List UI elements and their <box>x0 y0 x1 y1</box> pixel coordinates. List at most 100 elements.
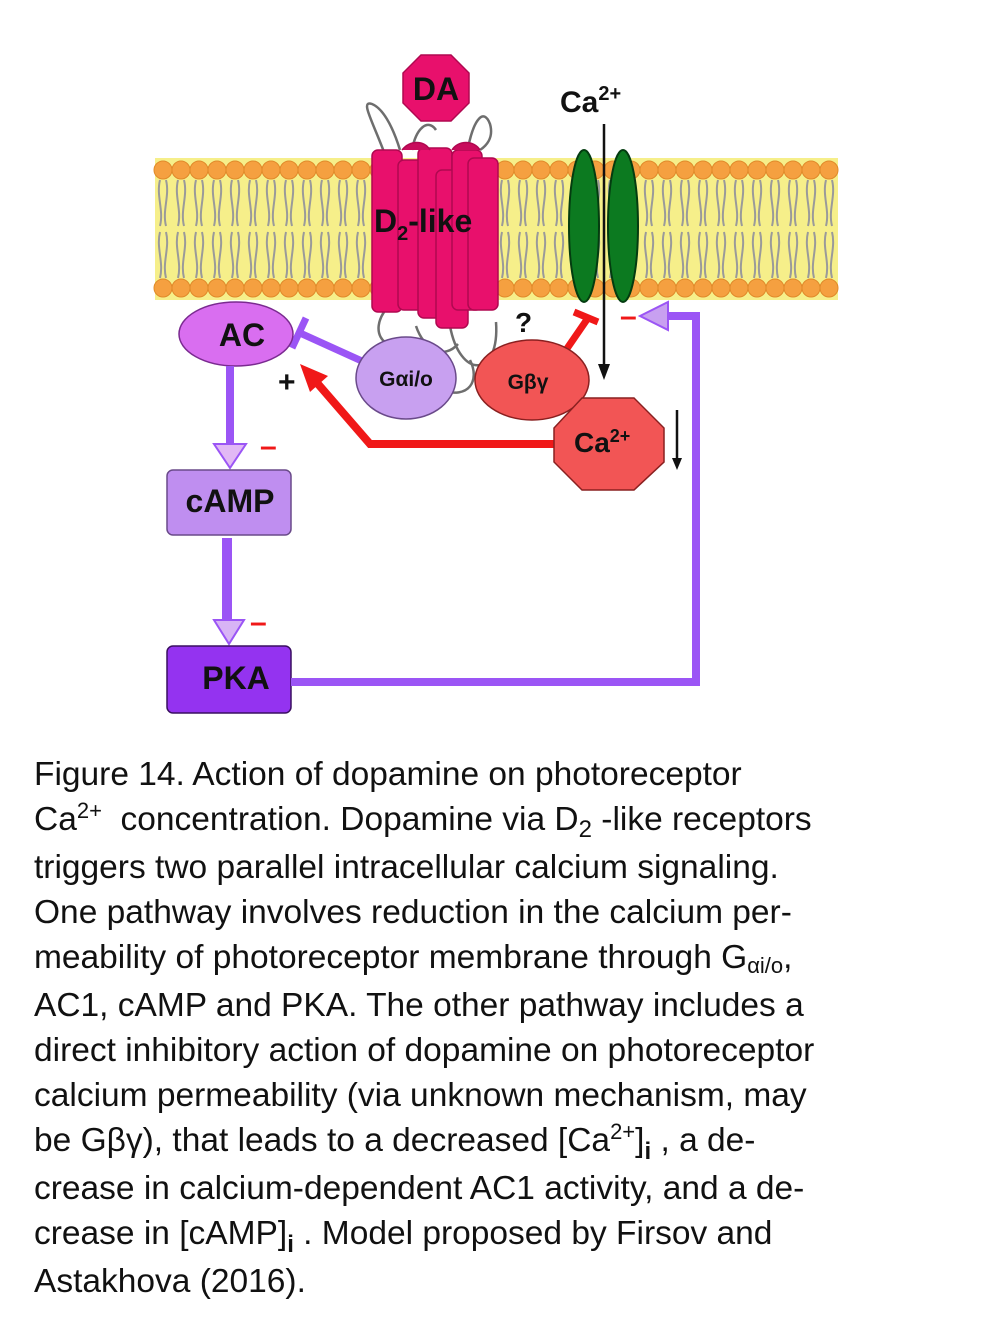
lipid-head <box>549 278 569 298</box>
lipid-head <box>729 160 749 180</box>
lipid-head <box>153 278 173 298</box>
ca-decrease-arrow <box>672 410 682 470</box>
lipid-tail <box>337 179 349 227</box>
lipid-head <box>333 160 353 180</box>
lipid-head <box>765 160 785 180</box>
lipid-head <box>747 160 767 180</box>
caption-line-10: crease in calcium-dependent AC1 activity… <box>34 1170 805 1207</box>
lipid-head <box>639 160 659 180</box>
lipid-tail <box>193 231 205 279</box>
lipid-tail <box>193 179 205 227</box>
ca-box-label: Ca2+ <box>574 426 630 458</box>
camp-node: cAMP <box>166 469 292 536</box>
figure-caption: Figure 14. Action of dopamine on photore… <box>34 752 964 1304</box>
lipid-tail <box>319 179 331 227</box>
signaling-diagram: D2-like DA Ca2+ ? AC Gαi/o Gβγ <box>153 54 839 714</box>
lipid-tail <box>823 179 835 227</box>
minus-sign-ac: – <box>260 430 277 463</box>
lipid-head <box>171 278 191 298</box>
lipid-tail <box>697 231 709 279</box>
lipid-head <box>207 160 227 180</box>
pka-channel-pathway <box>291 300 700 686</box>
lipid-tail <box>265 179 277 227</box>
lipid-tail <box>499 179 511 227</box>
camp-label: cAMP <box>186 483 275 519</box>
lipid-tail <box>247 179 259 227</box>
ca-top-label: Ca2+ <box>560 83 621 119</box>
caption-line-9: be Gβγ), that leads to a decreased [Ca2+… <box>34 1119 756 1165</box>
lipid-head <box>747 278 767 298</box>
lipid-tail <box>175 231 187 279</box>
lipid-head <box>297 160 317 180</box>
lipid-tail <box>787 231 799 279</box>
lipid-tail <box>769 231 781 279</box>
gai-label: Gαi/o <box>379 368 433 391</box>
lipid-head <box>765 278 785 298</box>
lipid-tail <box>517 231 529 279</box>
lipid-tail <box>805 231 817 279</box>
lipid-head <box>225 160 245 180</box>
gbg-node: Gβγ <box>474 339 590 421</box>
lipid-head <box>171 160 191 180</box>
gbg-channel-inhibition <box>563 308 600 352</box>
lipid-tail <box>715 179 727 227</box>
ca-intracellular: Ca2+ <box>553 397 665 491</box>
gai-node: Gαi/o <box>355 336 457 420</box>
lipid-tail <box>301 179 313 227</box>
lipid-tail <box>823 231 835 279</box>
ca-influx-arrow <box>598 124 610 380</box>
lipid-tail <box>661 231 673 279</box>
dopamine-label: DA <box>413 71 459 107</box>
calcium-channel <box>568 149 639 303</box>
caption-line-11: crease in [cAMP]i . Model proposed by Fi… <box>34 1215 773 1258</box>
lipid-tail <box>679 179 691 227</box>
gai-ac-inhibition <box>288 316 366 366</box>
caption-line-12: Astakhova (2016). <box>34 1263 306 1300</box>
lipid-tail <box>301 231 313 279</box>
minus-sign-camp: – <box>250 606 267 639</box>
lipid-head <box>675 278 695 298</box>
lipid-tail <box>715 231 727 279</box>
lipid-head <box>711 278 731 298</box>
lipid-head <box>189 160 209 180</box>
lipid-tail <box>499 231 511 279</box>
lipid-head <box>513 278 533 298</box>
caption-line-1: Figure 14. Action of dopamine on photore… <box>34 756 742 793</box>
lipid-head <box>531 278 551 298</box>
lipid-tail <box>769 179 781 227</box>
dopamine-ligand: DA <box>402 54 470 122</box>
ac-node: AC <box>178 301 294 367</box>
caption-line-8: calcium permeability (via unknown mechan… <box>34 1077 807 1114</box>
lipid-head <box>261 160 281 180</box>
lipid-head <box>243 160 263 180</box>
lipid-tail <box>157 179 169 227</box>
lipid-head <box>783 160 803 180</box>
lipid-head <box>225 278 245 298</box>
lipid-head <box>513 160 533 180</box>
lipid-tail <box>229 179 241 227</box>
lipid-head <box>549 160 569 180</box>
lipid-tail <box>535 179 547 227</box>
lipid-head <box>279 278 299 298</box>
lipid-tail <box>517 179 529 227</box>
lipid-tail <box>679 231 691 279</box>
lipid-head <box>261 278 281 298</box>
pka-label: PKA <box>202 660 270 696</box>
lipid-head <box>297 278 317 298</box>
lipid-tail <box>355 179 367 227</box>
lipid-tail <box>283 179 295 227</box>
d2-like-receptor <box>371 141 499 329</box>
pka-node: PKA <box>166 645 292 714</box>
lipid-head <box>351 278 371 298</box>
lipid-tail <box>211 179 223 227</box>
lipid-head <box>783 278 803 298</box>
lipid-head <box>657 160 677 180</box>
lipid-tail <box>697 179 709 227</box>
lipid-head <box>729 278 749 298</box>
question-mark: ? <box>515 307 532 338</box>
lipid-head <box>531 160 551 180</box>
lipid-tail <box>157 231 169 279</box>
ca-ac-pathway <box>300 364 558 448</box>
lipid-head <box>153 160 173 180</box>
camp-pka-arrow <box>212 538 246 646</box>
